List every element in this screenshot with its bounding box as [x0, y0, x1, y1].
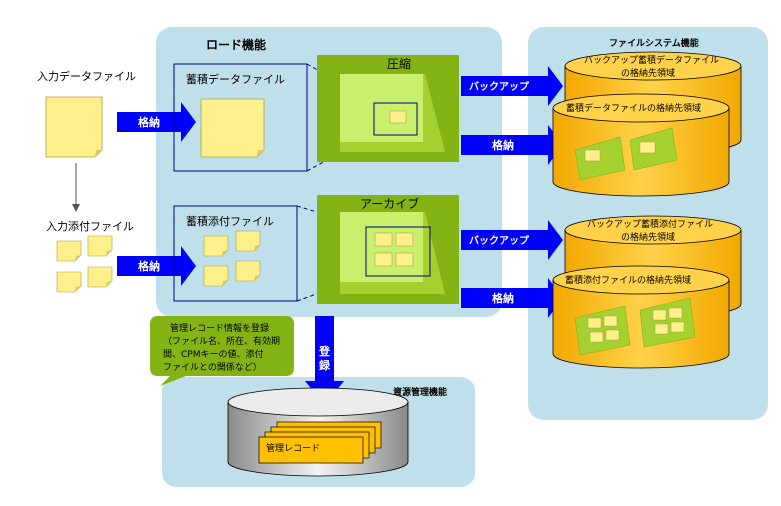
accumulated-data-file-box — [173, 63, 308, 172]
compress-label: 圧縮 — [387, 56, 411, 71]
input-data-file-label: 入力データファイル — [37, 69, 136, 83]
accumulated-attach-file-label: 蓄積添付ファイル — [186, 214, 274, 228]
data-storage-cylinder — [552, 93, 730, 197]
register-arrow — [305, 316, 344, 405]
backup-attach-storage-label-2: の格納先領域 — [621, 231, 675, 243]
svg-text:格納: 格納 — [492, 138, 514, 152]
flow-down-arrow — [72, 163, 80, 212]
svg-text:格納: 格納 — [138, 259, 160, 273]
input-data-file-icon — [45, 96, 103, 158]
callout-line-4: ファイルとの関係など） — [163, 362, 262, 373]
data-storage-label: 蓄積データファイルの格納先領域 — [566, 102, 701, 114]
store-arrow-attach-area: 格納 — [461, 278, 563, 318]
svg-text:バックアップ: バックアップ — [469, 234, 530, 247]
filesystem-function-title: ファイルシステム機能 — [609, 37, 699, 49]
management-record-callout — [150, 316, 294, 386]
svg-text:格納: 格納 — [492, 291, 514, 305]
archive-process — [317, 195, 459, 304]
resource-management-title: 資源管理機能 — [393, 386, 447, 398]
management-record-label: 管理レコード — [266, 442, 320, 454]
archive-label: アーカイブ — [360, 196, 419, 211]
attach-storage-label: 蓄積添付ファイルの格納先領域 — [565, 274, 691, 286]
load-function-title: ロード機能 — [206, 37, 266, 52]
store-arrow-attach: 格納 — [117, 246, 196, 286]
store-arrow-data-area: 格納 — [461, 125, 563, 165]
accumulated-data-file-label: 蓄積データファイル — [186, 72, 285, 86]
backup-arrow-data: バックアップ — [461, 66, 563, 106]
register-arrow-char-1: 登 — [318, 344, 331, 358]
management-db-cylinder — [227, 387, 409, 477]
svg-text:格納: 格納 — [138, 115, 160, 129]
callout-line-3: 間、CPMキーの値、添付 — [163, 348, 263, 360]
input-attach-file-label: 入力添付ファイル — [46, 219, 134, 233]
svg-text:バックアップ: バックアップ — [469, 80, 530, 93]
backup-data-storage-label-1: バックアップ蓄積データファイル — [584, 54, 719, 66]
input-attach-file-icons — [56, 235, 113, 293]
register-arrow-char-2: 録 — [319, 358, 331, 372]
callout-line-1: 管理レコード情報を登録 — [170, 322, 269, 334]
backup-data-storage-label-2: の格納先領域 — [621, 67, 675, 79]
compress-process — [317, 55, 459, 162]
callout-line-2: （ファイル名、所在、有効期 — [163, 335, 280, 347]
attach-storage-cylinder — [552, 265, 730, 369]
accumulated-attach-file-box — [173, 205, 298, 302]
backup-arrow-attach: バックアップ — [461, 220, 563, 260]
store-arrow-data: 格納 — [117, 102, 196, 142]
backup-attach-storage-label-1: バックアップ蓄積添付ファイル — [587, 218, 713, 230]
accumulated-data-file-icon — [200, 98, 265, 158]
